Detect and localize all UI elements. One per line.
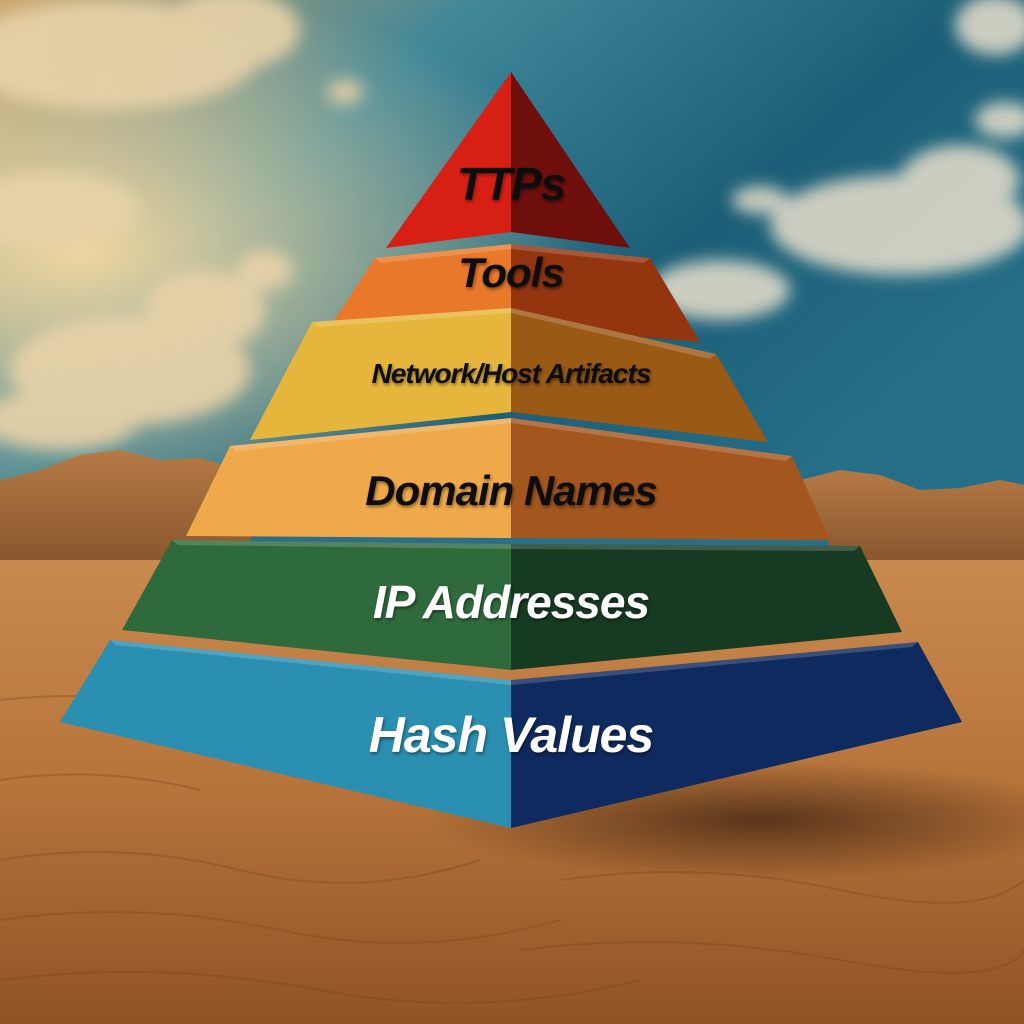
tier-face-right bbox=[511, 244, 700, 342]
tier-face-left bbox=[186, 418, 511, 538]
tier-face-right bbox=[511, 544, 902, 670]
tier-ledge bbox=[230, 418, 792, 461]
pyramid-tier-1: TTPs bbox=[386, 72, 630, 248]
clouds-right bbox=[650, 0, 1024, 320]
tier-face-left bbox=[250, 308, 511, 440]
tier-label: Domain Names bbox=[365, 467, 656, 514]
tier-ledge bbox=[172, 540, 860, 551]
tier-label: Hash Values bbox=[369, 707, 654, 763]
pyramid-tier-6: Hash Values bbox=[60, 640, 962, 828]
clouds bbox=[0, 0, 363, 450]
tier-label: Network/Host Artifacts bbox=[372, 358, 651, 389]
tier-face-right bbox=[511, 642, 962, 828]
tier-face-left bbox=[122, 540, 511, 670]
tier-face-right bbox=[511, 308, 768, 442]
pyramid-tier-3: Network/Host Artifacts bbox=[250, 308, 768, 442]
tier-face-right bbox=[511, 418, 830, 540]
tier-label: IP Addresses bbox=[373, 576, 649, 628]
tier-label: Tools bbox=[458, 249, 563, 296]
pyramid-tier-4: Domain Names bbox=[186, 418, 830, 540]
tier-ledge bbox=[375, 244, 650, 263]
pyramid-tier-5: IP Addresses bbox=[122, 540, 902, 670]
tier-label: TTPs bbox=[457, 158, 566, 210]
tier-face-left bbox=[60, 640, 511, 828]
tier-face-left bbox=[386, 72, 511, 248]
tier-face-right bbox=[511, 72, 630, 248]
